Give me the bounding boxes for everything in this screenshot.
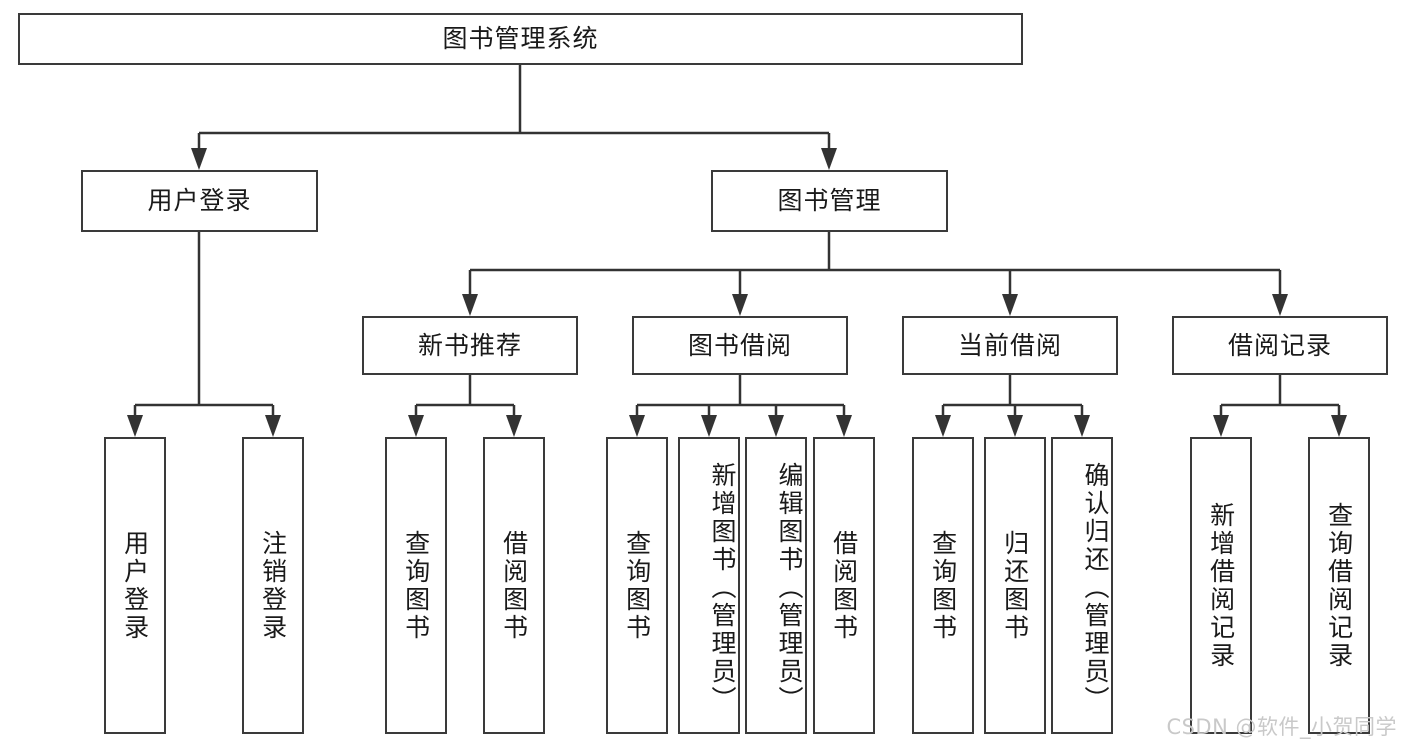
node-leaf-borrow-book-1-label: 借阅图书 [499, 529, 529, 642]
node-leaf-query-book-1-label: 查询图书 [401, 529, 431, 642]
edge-book-to-child-2-head [1002, 294, 1018, 316]
node-leaf-user-login-label: 用户登录 [120, 529, 150, 642]
node-book-borrow[interactable]: 图书借阅 [632, 316, 848, 375]
node-leaf-return-book[interactable]: 归还图书 [984, 437, 1046, 734]
node-leaf-edit-book-label: 编辑图书（管理员） [775, 461, 804, 714]
node-leaf-borrow-book-2[interactable]: 借阅图书 [813, 437, 875, 734]
node-user-login[interactable]: 用户登录 [81, 170, 318, 232]
edge-book-to-child-3-head [1272, 294, 1288, 316]
node-leaf-query-book-1[interactable]: 查询图书 [385, 437, 447, 734]
node-leaf-logout-label: 注销登录 [258, 529, 288, 642]
edge-group-3-leaf-0-head [935, 415, 951, 437]
node-leaf-add-book-label: 新增图书（管理员） [708, 461, 737, 714]
edge-book-to-child-1-head [732, 294, 748, 316]
node-root[interactable]: 图书管理系统 [18, 13, 1023, 65]
node-leaf-query-book-3[interactable]: 查询图书 [912, 437, 974, 734]
node-new-book-rec-label: 新书推荐 [417, 330, 522, 360]
node-leaf-logout[interactable]: 注销登录 [242, 437, 304, 734]
node-leaf-add-record-label: 新增借阅记录 [1206, 501, 1236, 670]
edge-group-4-leaf-1-head [1331, 415, 1347, 437]
node-leaf-query-book-2[interactable]: 查询图书 [606, 437, 668, 734]
edge-group-2-leaf-2-head [768, 415, 784, 437]
node-leaf-add-record[interactable]: 新增借阅记录 [1190, 437, 1252, 734]
edge-group-3-leaf-2-head [1074, 415, 1090, 437]
node-leaf-query-book-3-label: 查询图书 [928, 529, 958, 642]
edge-group-4-leaf-0-head [1213, 415, 1229, 437]
edge-group-1-leaf-1-head [506, 415, 522, 437]
node-leaf-return-book-label: 归还图书 [1000, 529, 1030, 642]
edge-group-1-leaf-0-head [408, 415, 424, 437]
node-leaf-edit-book[interactable]: 编辑图书（管理员） [745, 437, 807, 734]
node-current-borrow-label: 当前借阅 [957, 330, 1062, 360]
node-leaf-query-record[interactable]: 查询借阅记录 [1308, 437, 1370, 734]
node-leaf-confirm-return-label: 确认归还（管理员） [1081, 461, 1110, 714]
edge-root-to-child-1-head [821, 148, 837, 170]
node-root-label: 图书管理系统 [442, 24, 599, 53]
node-user-login-label: 用户登录 [147, 186, 252, 215]
node-leaf-borrow-book-1[interactable]: 借阅图书 [483, 437, 545, 734]
edge-book-to-child-0-head [462, 294, 478, 316]
edge-group-2-leaf-1-head [701, 415, 717, 437]
edge-group-2-leaf-3-head [836, 415, 852, 437]
node-leaf-user-login[interactable]: 用户登录 [104, 437, 166, 734]
edge-group-3-leaf-1-head [1007, 415, 1023, 437]
node-leaf-query-record-label: 查询借阅记录 [1324, 501, 1354, 670]
node-borrow-record-label: 借阅记录 [1227, 330, 1332, 360]
node-leaf-borrow-book-2-label: 借阅图书 [829, 529, 859, 642]
node-borrow-record[interactable]: 借阅记录 [1172, 316, 1388, 375]
edge-group-0-leaf-1-head [265, 415, 281, 437]
node-book-manage-label: 图书管理 [777, 186, 882, 215]
node-book-manage[interactable]: 图书管理 [711, 170, 948, 232]
edge-group-0-leaf-0-head [127, 415, 143, 437]
watermark: CSDN @软件_小贺同学 [1166, 715, 1397, 739]
edge-group-2-leaf-0-head [629, 415, 645, 437]
node-current-borrow[interactable]: 当前借阅 [902, 316, 1118, 375]
node-leaf-confirm-return[interactable]: 确认归还（管理员） [1051, 437, 1113, 734]
node-new-book-rec[interactable]: 新书推荐 [362, 316, 578, 375]
node-leaf-add-book[interactable]: 新增图书（管理员） [678, 437, 740, 734]
node-book-borrow-label: 图书借阅 [687, 330, 792, 360]
edge-root-to-child-0-head [191, 148, 207, 170]
node-leaf-query-book-2-label: 查询图书 [622, 529, 652, 642]
